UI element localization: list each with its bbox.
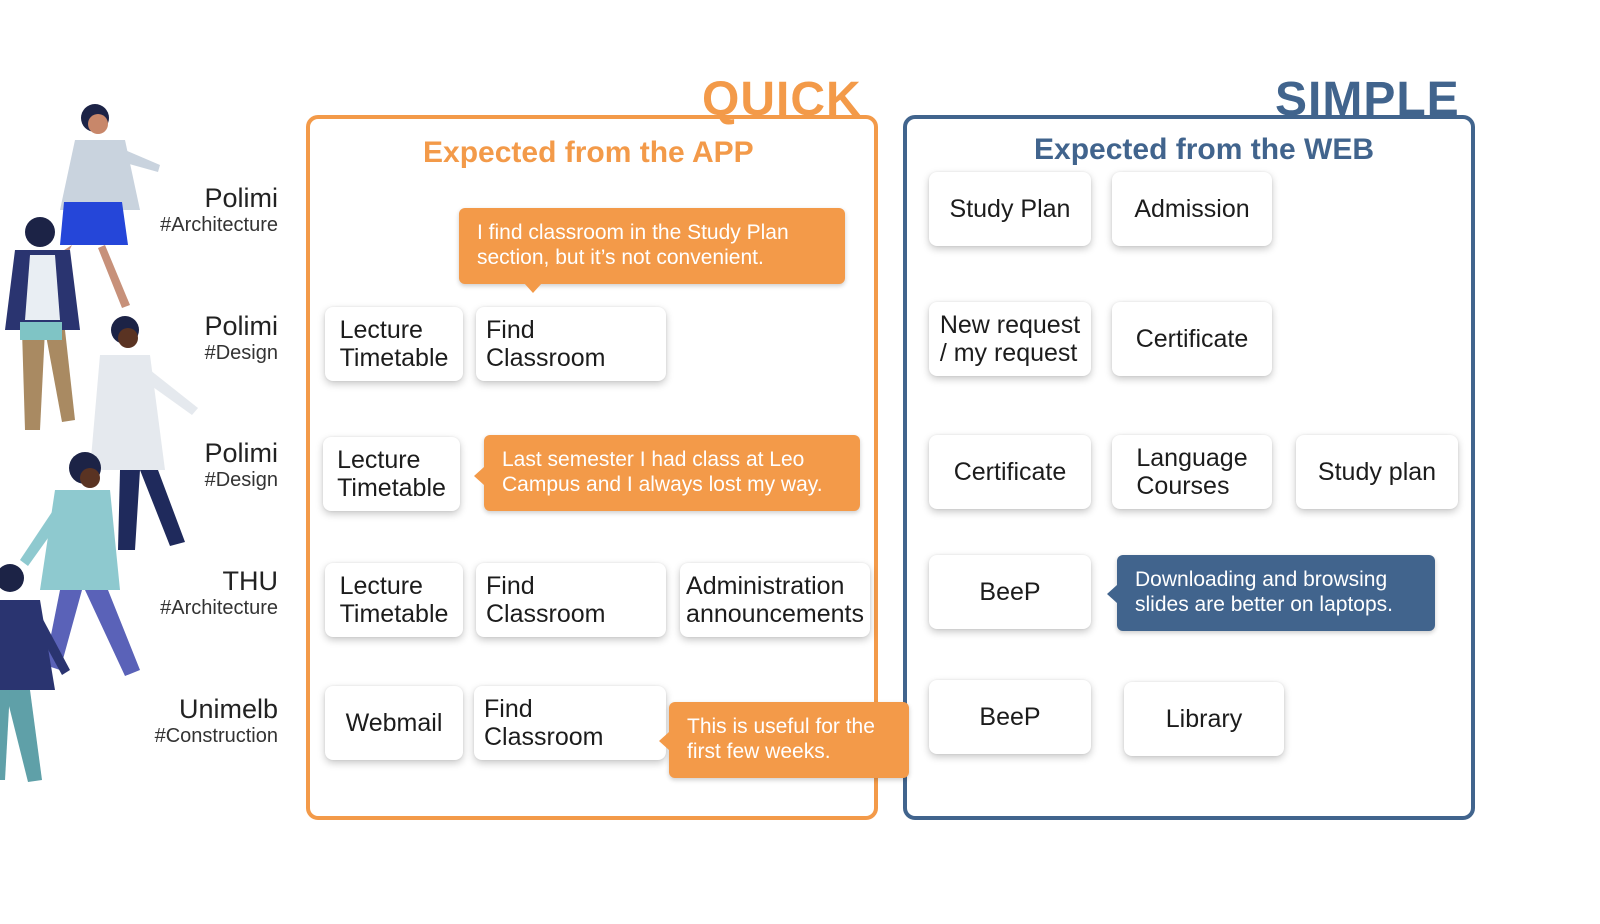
user-1-major: #Architecture xyxy=(160,214,278,236)
app-row-2-card-1: Lecture Timetable xyxy=(325,307,463,381)
user-2: Polimi #Design xyxy=(204,311,278,365)
user-1: Polimi #Architecture xyxy=(160,183,278,237)
app-quote-2-tail xyxy=(474,467,484,485)
web-panel-title: Expected from the WEB xyxy=(1034,133,1375,166)
app-panel-title: Expected from the APP xyxy=(423,136,754,169)
web-row-4-card-1: BeeP xyxy=(929,555,1091,629)
web-quote-1: Downloading and browsing slides are bett… xyxy=(1117,555,1435,631)
quick-heading: QUICK xyxy=(702,73,862,126)
user-3: Polimi #Design xyxy=(204,438,278,492)
app-quote-1: I find classroom in the Study Plan secti… xyxy=(459,208,845,284)
person-1-figure xyxy=(20,104,160,308)
app-quote-1-tail xyxy=(524,283,542,293)
web-row-2-card-2: Certificate xyxy=(1112,302,1272,376)
web-panel xyxy=(903,115,1475,820)
web-row-3-card-1: Certificate xyxy=(929,435,1091,509)
user-2-university: Polimi xyxy=(204,311,278,341)
user-4-major: #Architecture xyxy=(160,597,278,619)
app-row-3-card-1: Lecture Timetable xyxy=(323,437,460,511)
web-row-1-card-2: Admission xyxy=(1112,172,1272,246)
app-quote-2: Last semester I had class at Leo Campus … xyxy=(484,435,860,511)
simple-heading: SIMPLE xyxy=(1275,73,1460,126)
user-5-major: #Construction xyxy=(154,725,278,747)
user-3-university: Polimi xyxy=(204,438,278,468)
web-row-5-card-2: Library xyxy=(1124,682,1284,756)
web-row-5-card-1: BeeP xyxy=(929,680,1091,754)
app-row-4-card-2: Find Classroom xyxy=(476,563,666,637)
person-2-figure xyxy=(5,217,80,430)
people-illustration xyxy=(0,104,198,782)
user-4-university: THU xyxy=(222,566,279,596)
app-row-4-card-1: Lecture Timetable xyxy=(325,563,463,637)
person-5-figure xyxy=(0,564,70,782)
user-5: Unimelb #Construction xyxy=(155,694,278,748)
app-quote-3-tail xyxy=(659,732,669,750)
user-2-major: #Design xyxy=(204,342,278,364)
user-1-university: Polimi xyxy=(204,183,278,213)
web-row-3-card-2: Language Courses xyxy=(1112,435,1272,509)
user-4: THU #Architecture xyxy=(160,566,278,620)
app-row-4-card-3: Administration announcements xyxy=(680,563,870,637)
app-row-5-card-1: Webmail xyxy=(325,686,463,760)
user-3-major: #Design xyxy=(204,469,278,491)
web-quote-1-tail xyxy=(1107,585,1117,603)
app-row-5-card-2: Find Classroom xyxy=(474,686,666,760)
web-row-2-card-1: New request / my request xyxy=(929,302,1091,376)
app-quote-3: This is useful for the first few weeks. xyxy=(669,702,909,778)
web-row-3-card-3: Study plan xyxy=(1296,435,1458,509)
person-3-figure xyxy=(90,316,198,550)
person-4-figure xyxy=(20,452,140,676)
user-5-university: Unimelb xyxy=(178,694,278,724)
web-row-1-card-1: Study Plan xyxy=(929,172,1091,246)
app-row-2-card-2: Find Classroom xyxy=(476,307,666,381)
app-panel xyxy=(306,115,878,820)
